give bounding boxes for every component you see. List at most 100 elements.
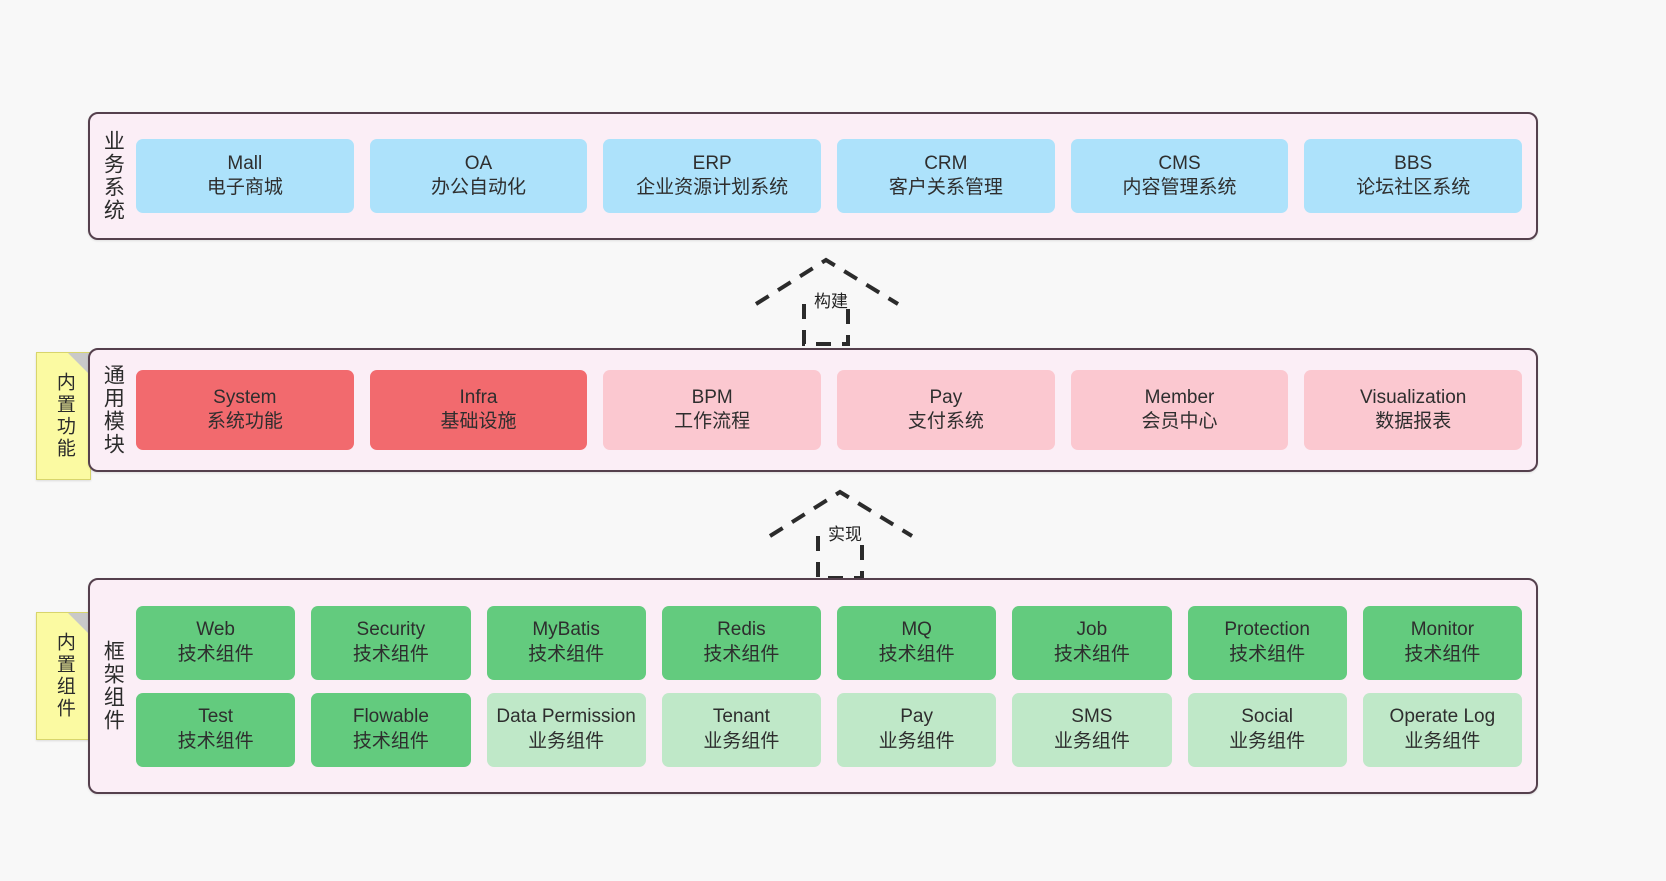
module-box-mq[interactable]: MQ 技术组件 (837, 605, 997, 680)
module-box-web[interactable]: Web 技术组件 (136, 605, 296, 680)
module-box-operate-log[interactable]: Operate Log 业务组件 (1362, 692, 1522, 767)
module-subtitle: 技术组件 (1229, 643, 1306, 665)
module-title: Protection (1224, 619, 1310, 641)
module-subtitle: 系统功能 (206, 411, 283, 432)
module-box-monitor[interactable]: Monitor 技术组件 (1362, 605, 1522, 680)
module-box-oa[interactable]: OA 办公自动化 (369, 139, 588, 213)
module-title: MQ (901, 619, 932, 641)
module-box-data-permission[interactable]: Data Permission 业务组件 (486, 692, 646, 767)
module-title: Flowable (352, 706, 429, 728)
module-subtitle: 技术组件 (352, 730, 429, 752)
module-title: BBS (1394, 152, 1433, 174)
note-fold-corner-icon (68, 353, 90, 375)
module-box-member[interactable]: Member 会员中心 (1070, 370, 1289, 450)
module-box-flowable[interactable]: Flowable 技术组件 (311, 692, 471, 767)
box-row: Mall 电子商城 OA 办公自动化 ERP 企业资源计划系统 CRM 客户关系… (136, 139, 1523, 213)
module-title: Web (196, 619, 235, 641)
layer-business-system-label: 业务系统 (101, 130, 125, 222)
module-subtitle: 办公自动化 (431, 177, 527, 198)
connector-build-arrow: 构建 (752, 256, 932, 346)
note-label: 内置功能 (53, 372, 75, 460)
module-box-mall[interactable]: Mall 电子商城 (136, 139, 354, 213)
module-box-pay-biz[interactable]: Pay 业务组件 (837, 692, 997, 767)
module-box-cms[interactable]: CMS 内容管理系统 (1070, 139, 1289, 213)
layer-business-system-boxes: Mall 电子商城 OA 办公自动化 ERP 企业资源计划系统 CRM 客户关系… (134, 114, 1536, 238)
box-row: Test 技术组件 Flowable 技术组件 Data Permission … (136, 692, 1522, 767)
module-subtitle: 业务组件 (1404, 730, 1481, 752)
module-subtitle: 基础设施 (440, 411, 517, 432)
module-title: Visualization (1360, 386, 1467, 408)
generalization-stem (802, 304, 850, 346)
layer-framework-component[interactable]: 框架组件 Web 技术组件 Security 技术组件 MyBatis 技术组件… (88, 578, 1538, 794)
module-box-infra[interactable]: Infra 基础设施 (369, 370, 588, 450)
module-title: Pay (900, 706, 933, 728)
layer-framework-component-boxes: Web 技术组件 Security 技术组件 MyBatis 技术组件 Redi… (134, 580, 1536, 792)
module-subtitle: 业务组件 (1053, 730, 1130, 752)
module-title: Tenant (712, 706, 770, 728)
module-subtitle: 业务组件 (528, 730, 605, 752)
module-box-erp[interactable]: ERP 企业资源计划系统 (603, 139, 822, 213)
generalization-arrowhead (768, 489, 914, 538)
module-box-social[interactable]: Social 业务组件 (1187, 692, 1347, 767)
module-box-sms[interactable]: SMS 业务组件 (1012, 692, 1172, 767)
module-subtitle: 技术组件 (878, 643, 955, 665)
module-box-bbs[interactable]: BBS 论坛社区系统 (1304, 139, 1523, 213)
module-box-job[interactable]: Job 技术组件 (1012, 605, 1172, 680)
module-box-crm[interactable]: CRM 客户关系管理 (837, 139, 1055, 213)
module-subtitle: 企业资源计划系统 (636, 177, 789, 198)
module-box-security[interactable]: Security 技术组件 (311, 605, 471, 680)
module-subtitle: 工作流程 (674, 411, 751, 432)
module-subtitle: 内容管理系统 (1122, 177, 1237, 198)
module-subtitle: 技术组件 (1404, 643, 1481, 665)
module-box-redis[interactable]: Redis 技术组件 (661, 605, 821, 680)
module-subtitle: 电子商城 (206, 177, 283, 198)
module-box-test[interactable]: Test 技术组件 (136, 692, 296, 767)
module-subtitle: 业务组件 (1229, 730, 1306, 752)
connector-build-label: 构建 (814, 292, 848, 311)
module-title: Security (356, 619, 426, 641)
module-title: Redis (717, 619, 766, 641)
module-subtitle: 技术组件 (177, 643, 254, 665)
module-box-bpm[interactable]: BPM 工作流程 (603, 370, 822, 450)
layer-common-module[interactable]: 通用模块 System 系统功能 Infra 基础设施 BPM 工作流程 Pay… (88, 348, 1538, 472)
module-subtitle: 技术组件 (177, 730, 254, 752)
module-box-tenant[interactable]: Tenant 业务组件 (661, 692, 821, 767)
module-subtitle: 支付系统 (907, 411, 984, 432)
module-title: ERP (692, 152, 732, 174)
layer-framework-component-label: 框架组件 (101, 640, 125, 732)
module-title: CMS (1158, 152, 1201, 174)
note-builtin-component[interactable]: 内置组件 (36, 612, 91, 740)
module-title: Pay (929, 386, 963, 408)
module-title: Infra (459, 386, 498, 408)
note-builtin-function[interactable]: 内置功能 (36, 352, 91, 480)
module-subtitle: 技术组件 (1053, 643, 1130, 665)
module-title: BPM (691, 386, 733, 408)
module-subtitle: 技术组件 (703, 643, 780, 665)
module-title: MyBatis (532, 619, 600, 641)
module-box-visualization[interactable]: Visualization 数据报表 (1304, 370, 1523, 450)
module-subtitle: 客户关系管理 (888, 177, 1003, 198)
module-title: Test (198, 706, 234, 728)
module-box-protection[interactable]: Protection 技术组件 (1187, 605, 1347, 680)
module-title: SMS (1071, 706, 1113, 728)
box-row: System 系统功能 Infra 基础设施 BPM 工作流程 Pay 支付系统… (136, 370, 1523, 450)
module-title: System (213, 386, 277, 408)
module-box-pay[interactable]: Pay 支付系统 (837, 370, 1055, 450)
module-title: Job (1076, 619, 1108, 641)
module-title: Member (1144, 386, 1215, 408)
module-title: Data Permission (496, 706, 636, 728)
module-box-mybatis[interactable]: MyBatis 技术组件 (486, 605, 646, 680)
note-fold-corner-icon (68, 613, 90, 635)
connector-implement-arrow: 实现 (766, 488, 946, 580)
module-subtitle: 业务组件 (703, 730, 780, 752)
box-row: Web 技术组件 Security 技术组件 MyBatis 技术组件 Redi… (136, 605, 1522, 680)
module-title: Operate Log (1389, 706, 1496, 728)
module-subtitle: 论坛社区系统 (1356, 177, 1471, 198)
module-subtitle: 业务组件 (878, 730, 955, 752)
module-box-system[interactable]: System 系统功能 (136, 370, 354, 450)
module-subtitle: 技术组件 (528, 643, 605, 665)
layer-business-system[interactable]: 业务系统 Mall 电子商城 OA 办公自动化 ERP 企业资源计划系统 CRM… (88, 112, 1538, 240)
layer-common-module-boxes: System 系统功能 Infra 基础设施 BPM 工作流程 Pay 支付系统… (134, 350, 1536, 470)
module-title: CRM (924, 152, 968, 174)
